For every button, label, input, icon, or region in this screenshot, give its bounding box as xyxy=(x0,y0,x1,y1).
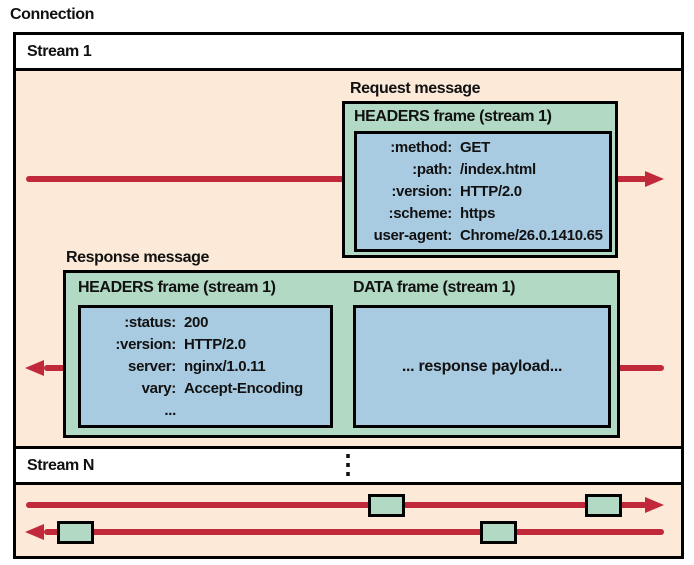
header-key: server: xyxy=(128,357,176,375)
header-row: :method: GET xyxy=(357,137,609,159)
response-headers-payload: :status: 200 :version: HTTP/2.0 server: … xyxy=(78,305,333,428)
header-key: :version: xyxy=(391,182,452,200)
header-row: :status: 200 xyxy=(81,312,330,334)
header-row: ... xyxy=(81,400,330,422)
header-value: nginx/1.0.11 xyxy=(184,357,266,375)
arrowhead-left-icon xyxy=(25,524,44,540)
header-value: Chrome/26.0.1410.65 xyxy=(460,226,603,244)
request-headers-payload: :method: GET :path: /index.html :version… xyxy=(354,131,612,252)
header-value: GET xyxy=(460,138,490,156)
header-row: user-agent: Chrome/26.0.1410.65 xyxy=(357,225,609,247)
response-data-frame-title: DATA frame (stream 1) xyxy=(353,279,516,296)
header-value: Accept-Encoding xyxy=(184,379,303,397)
header-row: vary: Accept-Encoding xyxy=(81,378,330,400)
header-key: :method: xyxy=(390,138,452,156)
header-value: HTTP/2.0 xyxy=(460,182,522,200)
response-headers-frame-title: HEADERS frame (stream 1) xyxy=(78,279,276,296)
connection-label: Connection xyxy=(10,6,94,23)
header-value: HTTP/2.0 xyxy=(184,335,246,353)
frame-chip xyxy=(368,494,405,517)
response-payload-text: ... response payload... xyxy=(401,357,563,375)
header-key: vary: xyxy=(141,379,177,397)
request-header-list: :method: GET :path: /index.html :version… xyxy=(357,134,609,249)
header-row: :path: /index.html xyxy=(357,159,609,181)
arrowhead-left-icon xyxy=(25,360,44,376)
header-row: :version: HTTP/2.0 xyxy=(357,181,609,203)
request-headers-frame-title: HEADERS frame (stream 1) xyxy=(354,108,552,125)
response-header-list: :status: 200 :version: HTTP/2.0 server: … xyxy=(81,308,330,425)
header-value: https xyxy=(460,204,496,222)
header-key: :path: xyxy=(412,160,452,178)
frame-chip xyxy=(585,494,622,517)
request-arrow-line xyxy=(26,176,647,182)
header-key: :version: xyxy=(115,335,176,353)
streamn-header-bar: Stream N xyxy=(13,446,684,485)
arrowhead-right-icon xyxy=(645,497,664,513)
frame-chip xyxy=(57,521,94,544)
header-key: ... xyxy=(164,401,176,419)
streamn-downstream-arrow-line xyxy=(44,529,664,535)
streamn-label: Stream N xyxy=(27,456,95,474)
header-key: user-agent: xyxy=(373,226,453,244)
arrowhead-right-icon xyxy=(645,171,664,187)
header-key: :scheme: xyxy=(388,204,453,222)
header-value: 200 xyxy=(184,313,209,331)
streamn-upstream-arrow-line xyxy=(26,502,647,508)
response-message-label: Response message xyxy=(66,249,210,266)
stream1-label: Stream 1 xyxy=(27,42,92,60)
header-row: :scheme: https xyxy=(357,203,609,225)
header-key: :status: xyxy=(124,313,176,331)
vertical-ellipsis: ⋮ xyxy=(335,449,361,479)
request-headers-frame: HEADERS frame (stream 1) :method: GET :p… xyxy=(342,101,618,258)
frame-chip xyxy=(480,521,517,544)
header-value: /index.html xyxy=(460,160,536,178)
header-row: :version: HTTP/2.0 xyxy=(81,334,330,356)
stream1-header-bar: Stream 1 xyxy=(13,32,684,71)
response-data-payload: ... response payload... xyxy=(353,305,611,428)
request-message-label: Request message xyxy=(350,80,481,97)
header-row: server: nginx/1.0.11 xyxy=(81,356,330,378)
response-frame-group: HEADERS frame (stream 1) DATA frame (str… xyxy=(63,270,620,438)
